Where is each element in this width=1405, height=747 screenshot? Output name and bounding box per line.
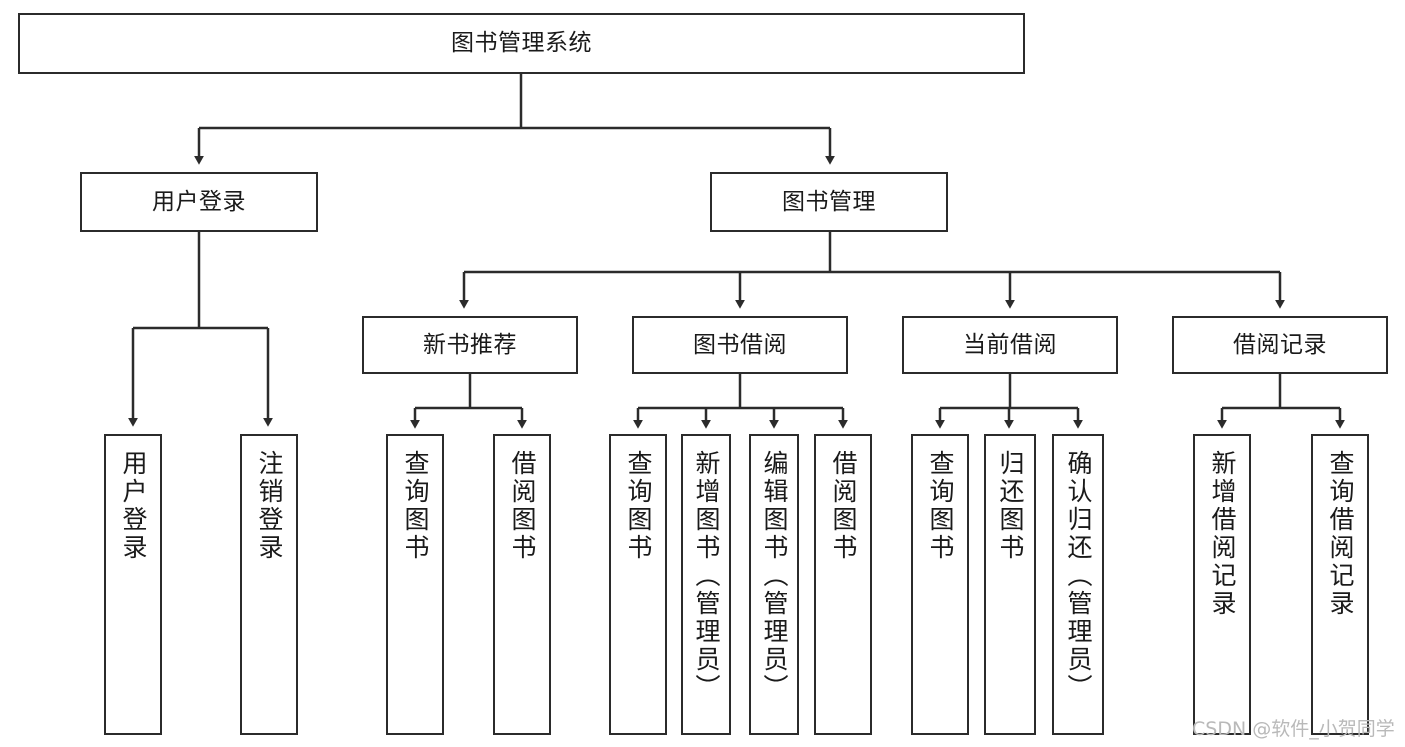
node-book-management[interactable]: 图书管理 bbox=[710, 172, 948, 232]
leaf-newbook-query-book-label: 查询图书 bbox=[401, 450, 430, 562]
leaf-confirm-return-admin[interactable]: 确认归还（管理员） bbox=[1052, 434, 1104, 735]
leaf-newbook-borrow-book-label: 借阅图书 bbox=[508, 450, 537, 562]
node-user-login-label: 用户登录 bbox=[152, 188, 246, 215]
node-current-borrow-label: 当前借阅 bbox=[963, 331, 1057, 358]
leaf-return-book[interactable]: 归还图书 bbox=[984, 434, 1036, 735]
leaf-current-query-book[interactable]: 查询图书 bbox=[911, 434, 969, 735]
node-current-borrow[interactable]: 当前借阅 bbox=[902, 316, 1118, 374]
node-book-borrow[interactable]: 图书借阅 bbox=[632, 316, 848, 374]
node-new-book-recommend-label: 新书推荐 bbox=[423, 331, 517, 358]
node-new-book-recommend[interactable]: 新书推荐 bbox=[362, 316, 578, 374]
leaf-query-borrow-record-label: 查询借阅记录 bbox=[1326, 450, 1355, 618]
leaf-add-book-admin[interactable]: 新增图书（管理员） bbox=[681, 434, 731, 735]
node-user-login[interactable]: 用户登录 bbox=[80, 172, 318, 232]
leaf-newbook-query-book[interactable]: 查询图书 bbox=[386, 434, 444, 735]
leaf-add-borrow-record-label: 新增借阅记录 bbox=[1208, 450, 1237, 618]
node-book-management-label: 图书管理 bbox=[782, 188, 876, 215]
leaf-logout[interactable]: 注销登录 bbox=[240, 434, 298, 735]
leaf-add-borrow-record[interactable]: 新增借阅记录 bbox=[1193, 434, 1251, 735]
leaf-borrow-query-book[interactable]: 查询图书 bbox=[609, 434, 667, 735]
leaf-borrow-borrow-book-label: 借阅图书 bbox=[829, 450, 858, 562]
leaf-user-login-label: 用户登录 bbox=[119, 450, 148, 562]
csdn-watermark: CSDN @软件_小贺同学 bbox=[1192, 718, 1395, 740]
node-borrow-record[interactable]: 借阅记录 bbox=[1172, 316, 1388, 374]
leaf-edit-book-admin-label: 编辑图书（管理员） bbox=[760, 450, 789, 702]
leaf-logout-label: 注销登录 bbox=[255, 450, 284, 562]
leaf-add-book-admin-label: 新增图书（管理员） bbox=[692, 450, 721, 702]
leaf-current-query-book-label: 查询图书 bbox=[926, 450, 955, 562]
leaf-borrow-borrow-book[interactable]: 借阅图书 bbox=[814, 434, 872, 735]
node-root-label: 图书管理系统 bbox=[451, 30, 592, 57]
leaf-query-borrow-record[interactable]: 查询借阅记录 bbox=[1311, 434, 1369, 735]
leaf-user-login[interactable]: 用户登录 bbox=[104, 434, 162, 735]
leaf-borrow-query-book-label: 查询图书 bbox=[624, 450, 653, 562]
node-root[interactable]: 图书管理系统 bbox=[18, 13, 1025, 74]
node-book-borrow-label: 图书借阅 bbox=[693, 331, 787, 358]
leaf-edit-book-admin[interactable]: 编辑图书（管理员） bbox=[749, 434, 799, 735]
leaf-return-book-label: 归还图书 bbox=[996, 450, 1025, 562]
leaf-confirm-return-admin-label: 确认归还（管理员） bbox=[1064, 450, 1093, 702]
leaf-newbook-borrow-book[interactable]: 借阅图书 bbox=[493, 434, 551, 735]
node-borrow-record-label: 借阅记录 bbox=[1233, 331, 1327, 358]
